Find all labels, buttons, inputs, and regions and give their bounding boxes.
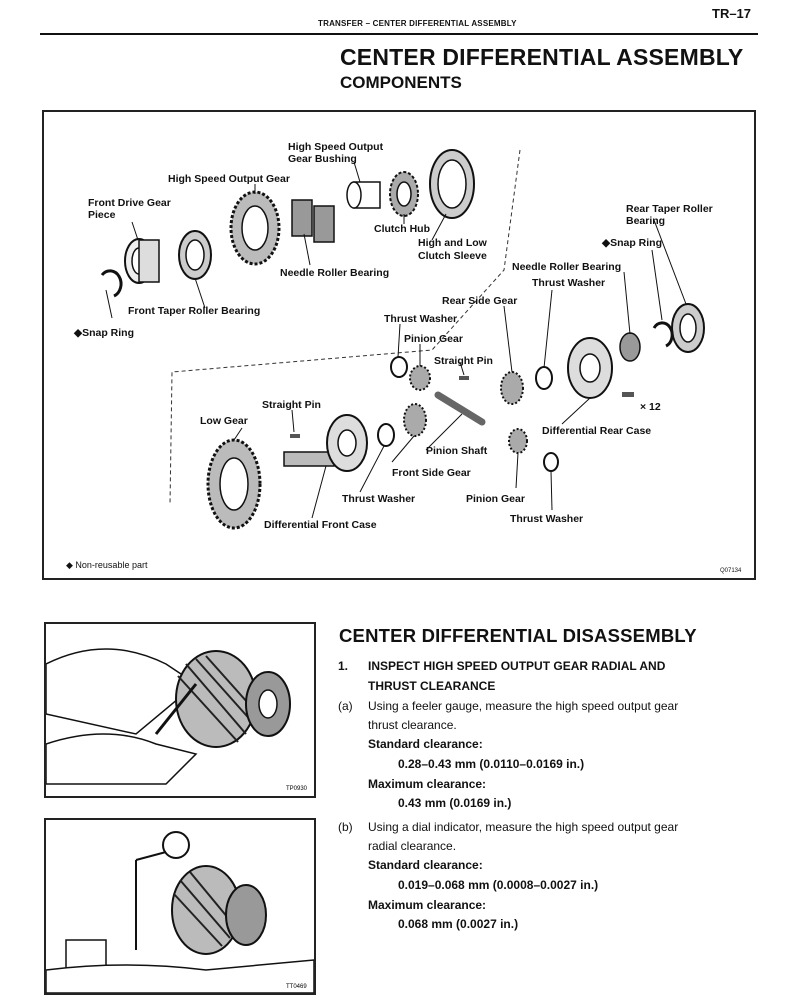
a-line-2: thrust clearance. xyxy=(368,718,457,732)
label-snap-ring-front: ◆Snap Ring xyxy=(73,327,134,339)
thrust-washer-rear-part xyxy=(535,366,553,390)
high-speed-output-gear-bushing-part xyxy=(346,181,381,209)
label-rear-side-gear: Rear Side Gear xyxy=(442,295,517,307)
label-rear-taper-bearing-1: Rear Taper Roller xyxy=(626,203,713,215)
label-thrust-washer-top-right: Thrust Washer xyxy=(532,277,605,289)
label-times-12: × 12 xyxy=(640,401,661,413)
label-front-taper-bearing: Front Taper Roller Bearing xyxy=(128,305,260,317)
b-maximum-value: 0.068 mm (0.0027 in.) xyxy=(398,917,519,931)
b-marker: (b) xyxy=(338,820,353,834)
dial-indicator-photo: TT0469 xyxy=(44,818,316,995)
header-rule xyxy=(40,33,758,35)
pinion-gear-upper-part xyxy=(390,356,469,391)
figure-code: Q07134 xyxy=(720,568,742,574)
step-line-1: INSPECT HIGH SPEED OUTPUT GEAR RADIAL AN… xyxy=(368,659,666,673)
label-rear-taper-bearing-2: Bearing xyxy=(626,215,665,227)
label-differential-rear-case: Differential Rear Case xyxy=(542,425,651,437)
label-bushing-1: High Speed Output xyxy=(288,141,384,153)
label-front-drive-gear-piece-1: Front Drive Gear xyxy=(88,197,171,209)
step-line-2: THRUST CLEARANCE xyxy=(368,679,496,693)
front-taper-roller-bearing-part xyxy=(178,230,212,280)
label-thrust-washer-lower-left: Thrust Washer xyxy=(342,493,415,505)
snap-ring-front-part xyxy=(100,269,123,298)
a-maximum-label: Maximum clearance: xyxy=(368,777,487,791)
components-exploded-diagram: High Speed Output Gear Bushing High Spee… xyxy=(66,141,742,574)
label-low-gear: Low Gear xyxy=(200,415,248,427)
feeler-gauge-illustration: TP0930 xyxy=(45,648,308,792)
figure-legend: ◆ Non-reusable part xyxy=(66,560,148,570)
label-needle-bearing-top: Needle Roller Bearing xyxy=(280,267,389,279)
feeler-gauge-photo: TP0930 xyxy=(44,622,316,798)
header-section-title: TRANSFER – CENTER DIFFERENTIAL ASSEMBLY xyxy=(318,19,517,28)
label-straight-pin-left: Straight Pin xyxy=(262,399,321,411)
needle-roller-bearing-part xyxy=(291,199,335,243)
label-thrust-washer-upper: Thrust Washer xyxy=(384,313,457,325)
photo-top-code: TP0930 xyxy=(286,786,308,792)
b-line-1: Using a dial indicator, measure the high… xyxy=(368,820,679,834)
label-clutch-sleeve-1: High and Low xyxy=(418,237,488,249)
b-standard-label: Standard clearance: xyxy=(368,858,483,872)
needle-roller-bearing-right-part xyxy=(619,332,641,362)
components-figure-frame xyxy=(42,110,756,580)
assembly-boundary-dashed xyxy=(169,149,521,506)
label-pinion-gear-upper: Pinion Gear xyxy=(404,333,463,345)
differential-front-case-part xyxy=(283,414,368,472)
label-high-speed-output-gear: High Speed Output Gear xyxy=(168,173,290,185)
front-side-gear-part xyxy=(377,403,427,447)
page-title: CENTER DIFFERENTIAL ASSEMBLY xyxy=(340,44,744,70)
a-marker: (a) xyxy=(338,699,353,713)
label-snap-ring-rear: ◆Snap Ring xyxy=(601,237,662,249)
section-title: CENTER DIFFERENTIAL DISASSEMBLY xyxy=(339,625,697,646)
label-bushing-2: Gear Bushing xyxy=(288,153,357,165)
b-standard-value: 0.019–0.068 mm (0.0008–0.0027 in.) xyxy=(398,878,599,892)
page-number: TR–17 xyxy=(712,6,752,21)
label-front-drive-gear-piece-2: Piece xyxy=(88,209,116,221)
high-speed-output-gear-part xyxy=(229,190,281,266)
a-line-1: Using a feeler gauge, measure the high s… xyxy=(368,699,679,713)
label-straight-pin-right: Straight Pin xyxy=(434,355,493,367)
label-clutch-sleeve-2: Clutch Sleeve xyxy=(418,250,487,262)
label-thrust-washer-lower-right: Thrust Washer xyxy=(510,513,583,525)
snap-ring-rear-part xyxy=(652,321,674,348)
label-front-side-gear: Front Side Gear xyxy=(392,467,471,479)
rear-taper-roller-bearing-part xyxy=(671,303,705,353)
a-standard-label: Standard clearance: xyxy=(368,737,483,751)
step-number: 1. xyxy=(338,659,349,673)
front-drive-gear-piece-part xyxy=(124,238,160,284)
clutch-hub-part xyxy=(389,171,419,217)
rear-side-gear-part xyxy=(500,371,524,405)
b-line-2: radial clearance. xyxy=(368,839,457,853)
label-differential-front-case: Differential Front Case xyxy=(264,519,377,531)
leader-lines xyxy=(105,161,687,519)
label-needle-bearing-right: Needle Roller Bearing xyxy=(512,261,621,273)
photo-bottom-code: TT0469 xyxy=(286,984,307,990)
a-standard-value: 0.28–0.43 mm (0.0110–0.0169 in.) xyxy=(398,757,585,771)
a-maximum-value: 0.43 mm (0.0169 in.) xyxy=(398,796,512,810)
pinion-shaft-part xyxy=(434,391,486,426)
b-maximum-label: Maximum clearance: xyxy=(368,898,487,912)
bolts-part xyxy=(622,392,634,397)
page-subtitle: COMPONENTS xyxy=(340,73,462,92)
label-pinion-gear-lower: Pinion Gear xyxy=(466,493,525,505)
high-low-clutch-sleeve-part xyxy=(429,149,475,219)
low-gear-part xyxy=(206,438,262,530)
dial-indicator-illustration: TT0469 xyxy=(45,831,315,994)
differential-rear-case-part xyxy=(567,337,613,399)
label-clutch-hub: Clutch Hub xyxy=(374,223,430,235)
straight-pin-left-part xyxy=(290,434,300,438)
label-pinion-shaft: Pinion Shaft xyxy=(426,445,488,457)
